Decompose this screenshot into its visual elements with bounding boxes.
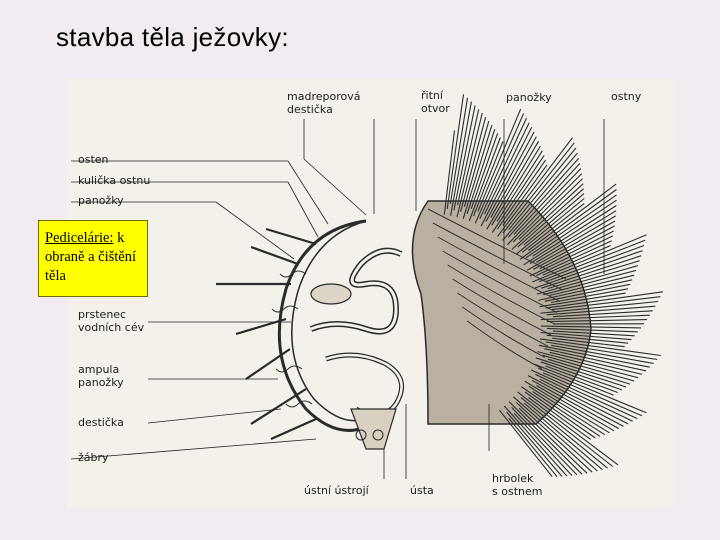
label-hrbolek-s-ostnem: hrbolek s ostnem [492,472,542,498]
label-ampula-panozky: ampula panožky [78,363,124,389]
label-kulicka-ostnu: kulička ostnu [78,174,150,187]
label-prstenec-vodnich-cev: prstenec vodních cév [78,308,144,334]
label-usta: ústa [410,484,434,497]
sea-urchin-diagram: madreporová destička řitní otvor panožky… [66,79,673,508]
label-ustni-ustroji: ústní ústrojí [304,484,369,497]
label-desticka: destička [78,416,124,429]
label-ostny: ostny [611,90,641,103]
label-panozky-top: panožky [506,91,552,104]
callout-keyword: Pedicelárie: [45,230,113,246]
spine-line [512,407,577,475]
label-panozky-left: panožky [78,194,124,207]
spine-line [461,117,486,212]
label-osten: osten [78,153,109,166]
label-zabry: žábry [78,451,109,464]
slide-title: stavba těla ježovky: [56,22,289,53]
spine-line [471,133,497,209]
label-madreporova-desticka: madreporová destička [287,90,360,116]
spine-line [518,392,613,467]
spine-line [519,408,587,473]
label-ritni-otvor: řitní otvor [421,89,450,115]
pedicellariae-callout: Pedicelárie: k obraně a čištění těla [38,220,148,297]
sea-urchin-illustration [66,79,673,508]
